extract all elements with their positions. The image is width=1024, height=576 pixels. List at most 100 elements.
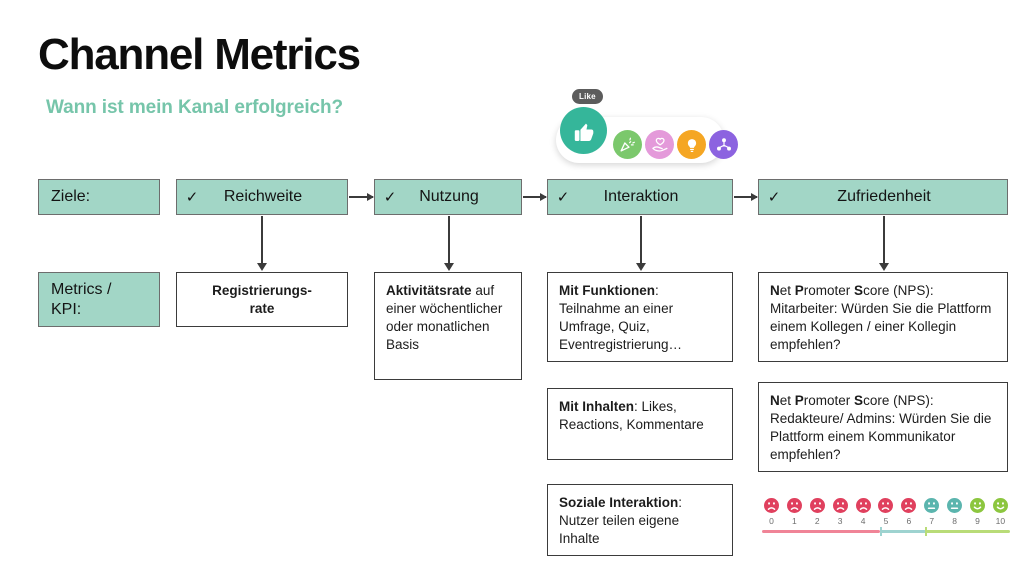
arrow-down-nutzung bbox=[445, 216, 453, 271]
nps-item: 5 bbox=[876, 498, 895, 526]
nps-face-sad-icon bbox=[809, 498, 825, 513]
kpi-head: Soziale Interaktion bbox=[559, 495, 679, 510]
check-icon: ✓ bbox=[556, 189, 570, 206]
kpi-head-line1: Registrierungs- bbox=[212, 282, 312, 298]
arrow-interaktion-to-zufriedenheit bbox=[734, 193, 758, 200]
kpi-box-aktivitaetsrate[interactable]: Aktivitätsrate auf einer wöchentlicher o… bbox=[374, 272, 522, 380]
row-label-metrics: Metrics / KPI: bbox=[38, 272, 160, 327]
nps-face-sad-icon bbox=[855, 498, 871, 513]
kpi-box-mit-inhalten[interactable]: Mit Inhalten: Likes, Reactions, Kommenta… bbox=[547, 388, 733, 460]
nps-number: 9 bbox=[975, 516, 980, 526]
insightful-bulb-icon[interactable] bbox=[677, 130, 706, 159]
kpi-head-colon: : bbox=[929, 283, 934, 298]
kpi-head-colon: : bbox=[654, 283, 659, 298]
support-heart-hand-icon[interactable] bbox=[645, 130, 674, 159]
arrow-down-interaktion bbox=[637, 216, 645, 271]
kpi-head-colon: : bbox=[634, 399, 642, 414]
check-icon: ✓ bbox=[383, 189, 397, 206]
nps-face-sad-icon bbox=[832, 498, 848, 513]
row-label-goals: Ziele: bbox=[38, 179, 160, 215]
kpi-body: Redakteure/ Admins: Würden Sie die Platt… bbox=[770, 410, 992, 462]
kpi-head: Net Promoter Score (NPS) bbox=[770, 283, 930, 298]
nps-item: 9 bbox=[968, 498, 987, 526]
nps-item: 8 bbox=[945, 498, 964, 526]
nps-number: 7 bbox=[929, 516, 935, 526]
nps-number: 10 bbox=[995, 516, 1006, 526]
kpi-head-colon: : bbox=[929, 393, 934, 408]
nps-number: 2 bbox=[814, 516, 820, 526]
kpi-head: Mit Inhalten bbox=[559, 399, 634, 414]
nps-number: 1 bbox=[792, 516, 797, 526]
nps-number: 0 bbox=[769, 516, 774, 526]
nps-face-happy-icon bbox=[992, 498, 1008, 513]
goal-box-nutzung[interactable]: ✓ Nutzung bbox=[374, 179, 522, 215]
nps-item: 1 bbox=[785, 498, 804, 526]
nps-item: 0 bbox=[762, 498, 781, 526]
kpi-head-line2: rate bbox=[249, 300, 275, 316]
kpi-box-nps-redakteure[interactable]: Net Promoter Score (NPS): Redakteure/ Ad… bbox=[758, 382, 1008, 472]
nps-segment-passives bbox=[880, 530, 926, 533]
nps-face-row: 0 1 2 3 4 5 6 7 8 9 10 bbox=[762, 498, 1010, 526]
nps-item: 3 bbox=[831, 498, 850, 526]
celebrate-icon[interactable] bbox=[613, 130, 642, 159]
goal-box-reichweite[interactable]: ✓ Reichweite bbox=[176, 179, 348, 215]
arrow-down-reichweite bbox=[258, 216, 266, 271]
row-label-metrics-line1: Metrics / bbox=[51, 280, 112, 298]
check-icon: ✓ bbox=[767, 189, 781, 206]
nps-face-neutral-icon bbox=[924, 498, 940, 513]
kpi-head: Aktivitätsrate bbox=[386, 283, 472, 298]
arrow-reichweite-to-nutzung bbox=[349, 193, 374, 200]
kpi-head: Mit Funktionen bbox=[559, 283, 655, 298]
check-icon: ✓ bbox=[185, 189, 199, 206]
nps-number: 3 bbox=[837, 516, 843, 526]
kpi-body: auf einer wöchentlicher oder monatlichen… bbox=[386, 283, 503, 352]
goal-box-zufriedenheit[interactable]: ✓ Zufriedenheit bbox=[758, 179, 1008, 215]
nps-face-sad-icon bbox=[764, 498, 779, 513]
nps-item: 4 bbox=[854, 498, 873, 526]
nps-scale: 0 1 2 3 4 5 6 7 8 9 10 bbox=[762, 498, 1010, 536]
goal-label: Nutzung bbox=[419, 188, 479, 205]
nps-item: 10 bbox=[991, 498, 1010, 526]
nps-number: 6 bbox=[906, 516, 912, 526]
arrow-nutzung-to-interaktion bbox=[523, 193, 547, 200]
kpi-box-soziale-interaktion[interactable]: Soziale Interaktion: Nutzer teilen eigen… bbox=[547, 484, 733, 556]
nps-face-sad-icon bbox=[901, 498, 917, 513]
nps-item: 2 bbox=[808, 498, 827, 526]
row-label-goals-text: Ziele: bbox=[51, 188, 91, 205]
nps-face-sad-icon bbox=[786, 498, 802, 513]
thumbs-up-icon[interactable] bbox=[560, 107, 607, 154]
nps-axis bbox=[762, 527, 1010, 536]
nps-number: 4 bbox=[860, 516, 866, 526]
nps-face-happy-icon bbox=[970, 498, 986, 513]
row-label-metrics-line2: KPI: bbox=[51, 300, 82, 318]
nps-tick-8-9 bbox=[925, 527, 927, 536]
kpi-box-registrierungsrate[interactable]: Registrierungs- rate bbox=[176, 272, 348, 327]
nps-face-sad-icon bbox=[878, 498, 894, 513]
arrow-down-zufriedenheit bbox=[880, 216, 888, 271]
nps-tick-6-7 bbox=[880, 527, 882, 536]
kpi-head: Net Promoter Score (NPS) bbox=[770, 393, 930, 408]
kpi-head-colon: : bbox=[678, 495, 683, 510]
kpi-box-mit-funktionen[interactable]: Mit Funktionen: Teilnahme an einer Umfra… bbox=[547, 272, 733, 362]
nps-item: 7 bbox=[922, 498, 941, 526]
kpi-body: Nutzer teilen eigene Inhalte bbox=[559, 512, 680, 546]
like-tooltip: Like bbox=[572, 89, 603, 104]
curious-icon[interactable] bbox=[709, 130, 738, 159]
nps-number: 5 bbox=[883, 516, 889, 526]
kpi-body: Likes, Reactions, Kommentare bbox=[559, 399, 704, 432]
goal-label: Interaktion bbox=[603, 188, 679, 205]
kpi-body: Mitarbeiter: Würden Sie die Plattform ei… bbox=[770, 300, 992, 352]
nps-segment-promoters bbox=[926, 530, 1010, 533]
goal-box-interaktion[interactable]: ✓ Interaktion bbox=[547, 179, 733, 215]
page-title: Channel Metrics bbox=[38, 30, 361, 79]
nps-number: 8 bbox=[952, 516, 957, 526]
kpi-body: Teilnahme an einer Umfrage, Quiz, Eventr… bbox=[559, 300, 683, 352]
nps-face-neutral-icon bbox=[947, 498, 963, 513]
reactions-widget[interactable]: Like bbox=[556, 89, 738, 163]
page-subtitle: Wann ist mein Kanal erfolgreich? bbox=[46, 97, 343, 118]
nps-item: 6 bbox=[899, 498, 918, 526]
nps-segment-detractors bbox=[762, 530, 880, 533]
kpi-box-nps-mitarbeiter[interactable]: Net Promoter Score (NPS): Mitarbeiter: W… bbox=[758, 272, 1008, 362]
goal-label: Zufriedenheit bbox=[837, 188, 931, 205]
